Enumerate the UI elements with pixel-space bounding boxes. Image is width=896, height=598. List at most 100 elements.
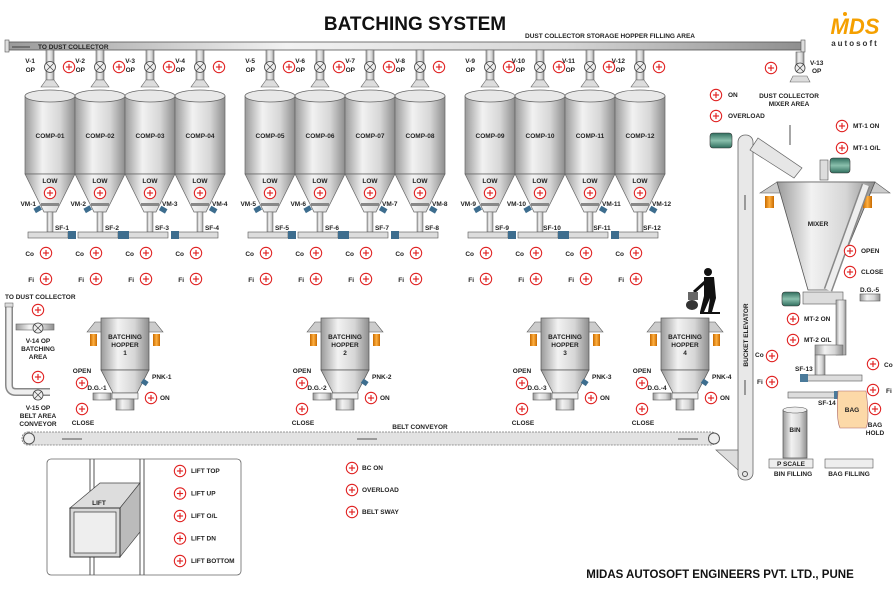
mt1-ol-indicator[interactable] <box>835 141 849 155</box>
open-indicator[interactable] <box>515 376 529 390</box>
v14-status-indicator[interactable] <box>31 303 45 317</box>
bag-hold-indicator[interactable] <box>868 402 882 416</box>
co-indicator[interactable] <box>409 246 423 260</box>
low-level-indicator[interactable] <box>363 186 377 200</box>
belt-control-indicator[interactable] <box>345 483 359 497</box>
co-indicator[interactable] <box>259 246 273 260</box>
v15-status-indicator[interactable] <box>31 370 45 384</box>
co-indicator[interactable] <box>39 246 53 260</box>
v13-status-indicator[interactable] <box>764 61 778 75</box>
fi-indicator[interactable] <box>359 272 373 286</box>
valve-status-indicator[interactable] <box>382 60 396 74</box>
close-indicator[interactable] <box>295 402 309 416</box>
valve-status-indicator[interactable] <box>212 60 226 74</box>
valve-status-indicator[interactable] <box>282 60 296 74</box>
co-indicator[interactable] <box>89 246 103 260</box>
mt1-on-indicator[interactable] <box>835 119 849 133</box>
fi-indicator[interactable] <box>529 272 543 286</box>
fi-indicator[interactable] <box>139 272 153 286</box>
low-level-indicator[interactable] <box>313 186 327 200</box>
co-indicator[interactable] <box>189 246 203 260</box>
co-indicator[interactable] <box>139 246 153 260</box>
valve-status-indicator[interactable] <box>332 60 346 74</box>
on-indicator[interactable] <box>144 391 158 405</box>
low-level-indicator[interactable] <box>583 186 597 200</box>
elevator-on-indicator[interactable] <box>709 88 723 102</box>
mixer-open-indicator[interactable] <box>843 244 857 258</box>
low-level-indicator[interactable] <box>43 186 57 200</box>
low-level-indicator[interactable] <box>533 186 547 200</box>
mt2-ol-indicator[interactable] <box>786 333 800 347</box>
fi-indicator[interactable] <box>579 272 593 286</box>
low-level-indicator[interactable] <box>93 186 107 200</box>
on-indicator[interactable] <box>584 391 598 405</box>
close-indicator[interactable] <box>635 402 649 416</box>
co-indicator[interactable] <box>479 246 493 260</box>
co-indicator[interactable] <box>629 246 643 260</box>
open-indicator[interactable] <box>295 376 309 390</box>
open-indicator[interactable] <box>75 376 89 390</box>
valve-status-indicator[interactable] <box>112 60 126 74</box>
fi-indicator[interactable] <box>409 272 423 286</box>
valve-status-indicator[interactable] <box>62 60 76 74</box>
open-indicator[interactable] <box>635 376 649 390</box>
lift-control-indicator[interactable] <box>173 464 187 478</box>
fi-indicator[interactable] <box>259 272 273 286</box>
mixer-close-indicator[interactable] <box>843 265 857 279</box>
low-level-indicator[interactable] <box>483 186 497 200</box>
elevator-co-indicator[interactable] <box>765 349 779 363</box>
belt-control-indicator[interactable] <box>345 461 359 475</box>
fi-indicator[interactable] <box>189 272 203 286</box>
low-level-indicator[interactable] <box>413 186 427 200</box>
low-level-indicator[interactable] <box>633 186 647 200</box>
lift-control-indicator[interactable] <box>173 554 187 568</box>
lift-panel: LIFT <box>46 458 242 576</box>
packing-co-indicator[interactable] <box>866 357 880 371</box>
mt2-on-indicator[interactable] <box>786 312 800 326</box>
valve-status-indicator[interactable] <box>432 60 446 74</box>
lift-control-indicator[interactable] <box>173 532 187 545</box>
on-indicator[interactable] <box>364 391 378 405</box>
elevator-overload-indicator[interactable] <box>709 109 723 123</box>
fi-indicator[interactable] <box>89 272 103 286</box>
valve-status-indicator[interactable] <box>652 60 666 74</box>
co-indicator[interactable] <box>309 246 323 260</box>
hopper-label: BATCHING <box>548 334 582 341</box>
on-indicator[interactable] <box>704 391 718 405</box>
low-level-indicator[interactable] <box>263 186 277 200</box>
elevator-fi-indicator[interactable] <box>765 375 779 389</box>
co-indicator[interactable] <box>359 246 373 260</box>
fi-indicator[interactable] <box>629 272 643 286</box>
fi-indicator[interactable] <box>309 272 323 286</box>
co-indicator[interactable] <box>529 246 543 260</box>
screw-feeder <box>127 231 169 239</box>
fi-indicator[interactable] <box>39 272 53 286</box>
lift-control-indicator[interactable] <box>173 509 187 523</box>
belt-control-indicator[interactable] <box>345 505 359 519</box>
valve-status-indicator[interactable] <box>162 60 176 74</box>
close-indicator[interactable] <box>75 402 89 416</box>
lift-control-indicator[interactable] <box>173 487 187 500</box>
fi-indicator[interactable] <box>479 272 493 286</box>
low-level-indicator[interactable] <box>143 186 157 200</box>
co-indicator[interactable] <box>579 246 593 260</box>
packing-fi-indicator[interactable] <box>866 383 880 397</box>
close-indicator[interactable] <box>515 402 529 416</box>
low-level-indicator[interactable] <box>193 186 207 200</box>
